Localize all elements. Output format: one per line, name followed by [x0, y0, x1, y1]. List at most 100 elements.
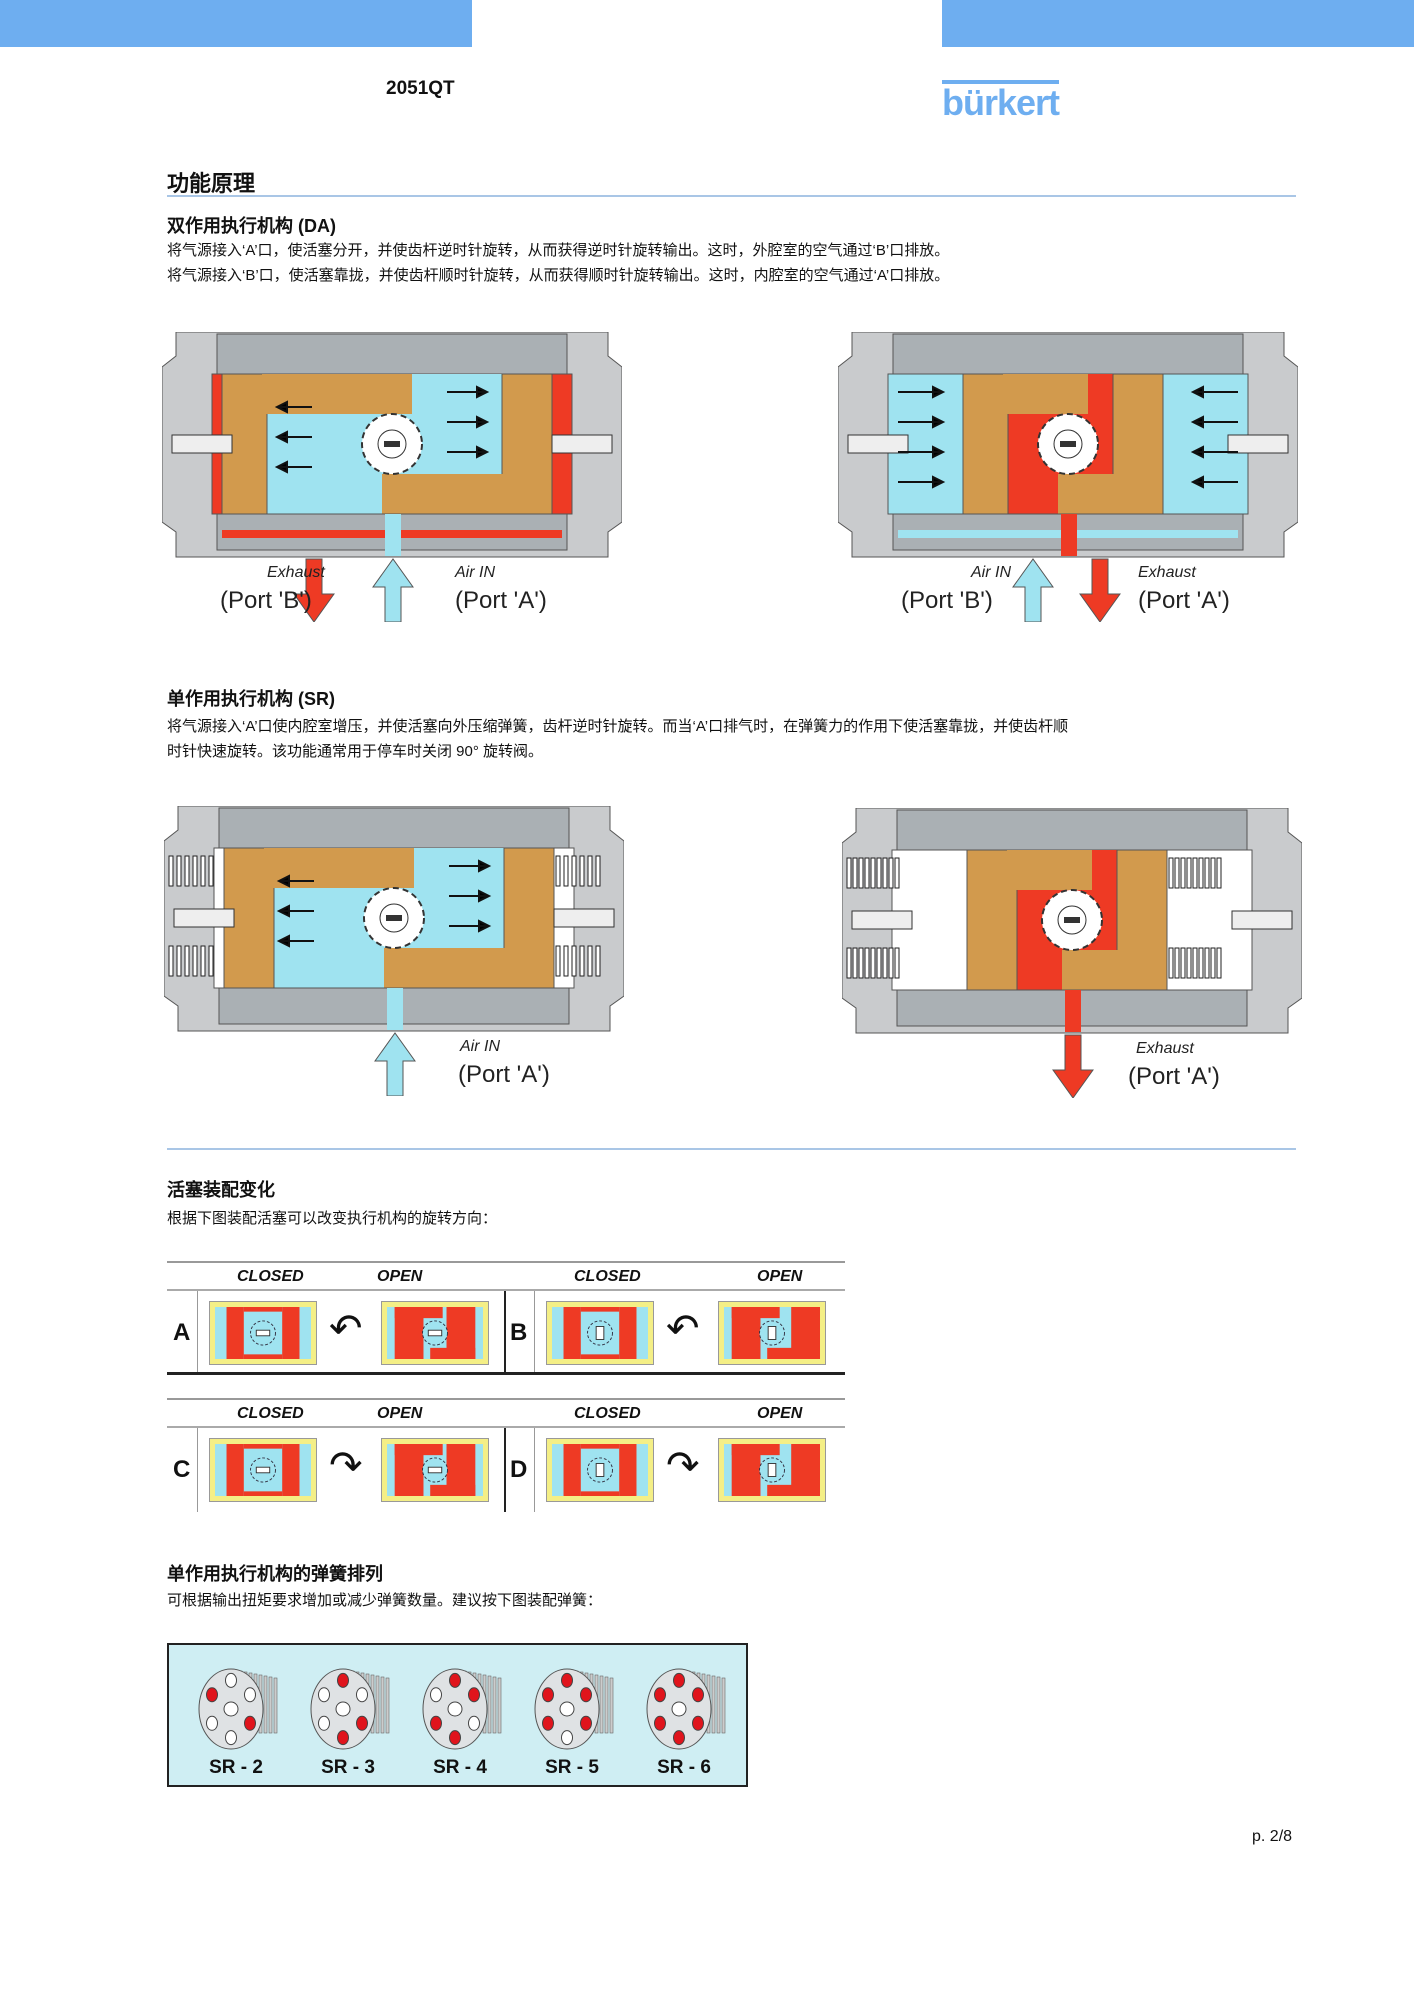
config-label: B — [510, 1319, 528, 1346]
table-row: C ↷ D ↷ — [167, 1428, 845, 1512]
spring-coil — [846, 947, 852, 979]
spring-coil — [1192, 947, 1198, 979]
spring-coil — [587, 855, 593, 887]
port-a-label: (Port 'A') — [1138, 587, 1230, 614]
rack-upper — [1007, 850, 1092, 890]
spring-coil — [858, 947, 864, 979]
top-cap — [892, 333, 1244, 375]
spring-coil — [1216, 857, 1222, 889]
rotate-ccw-icon: ↶ — [329, 1307, 363, 1351]
rotate-ccw-icon: ↶ — [666, 1307, 700, 1351]
bolt-left — [847, 434, 909, 454]
da-text-2: 将气源接入‘B’口，使活塞靠拢，并使齿杆顺时针旋转，从而获得顺时针旋转输出。这时… — [167, 267, 950, 284]
springs-desc: 可根据输出扭矩要求增加或减少弹簧数量。建议按下图装配弹簧： — [167, 1592, 603, 1609]
spring-coil — [208, 945, 214, 977]
closed-header: CLOSED — [574, 1268, 641, 1285]
header-bar-right — [942, 0, 1414, 47]
closed-header: CLOSED — [237, 1405, 304, 1422]
bolt-left — [851, 910, 913, 930]
spring-coil — [595, 855, 601, 887]
spring-coil — [870, 857, 876, 889]
burkert-logo: bürkert — [942, 80, 1060, 123]
spring-coil — [1198, 947, 1204, 979]
bolt-left — [171, 434, 233, 454]
flow-arrow-icon — [898, 475, 946, 489]
pinion-gear-icon — [1041, 889, 1103, 951]
spring-config-2: SR - 2 — [191, 1659, 291, 1779]
spring-config-label: SR - 6 — [657, 1757, 711, 1778]
sr-diagram-exhaust: Exhaust(Port 'A') — [841, 807, 1303, 1099]
bolt-right — [553, 908, 615, 928]
pinion-gear-icon — [363, 887, 425, 949]
spring-coil — [864, 857, 870, 889]
header-bar-left — [0, 0, 472, 47]
exhaust-arrow-icon — [293, 558, 335, 623]
spring-coil — [192, 945, 198, 977]
bolt-right — [1227, 434, 1289, 454]
springs-title: 单作用执行机构的弹簧排列 — [167, 1564, 383, 1584]
spring-coil — [888, 947, 894, 979]
air-in-arrow-icon — [372, 558, 414, 623]
rotate-cw-icon: ↷ — [329, 1444, 363, 1488]
spring-coil — [208, 855, 214, 887]
port-a-channel — [387, 988, 403, 1030]
spring-config-5: SR - 5 — [527, 1659, 627, 1779]
port-b-label: (Port 'B') — [220, 587, 312, 614]
doc-code: 2051QT — [386, 78, 455, 99]
spring-config-6: SR - 6 — [639, 1659, 739, 1779]
sr-title: 单作用执行机构 (SR) — [167, 689, 335, 709]
spring-coil — [1168, 947, 1174, 979]
rack-lower — [1058, 474, 1133, 514]
flow-arrow-icon — [1190, 415, 1238, 429]
spring-coil — [571, 855, 577, 887]
piston-open — [381, 1301, 489, 1365]
spring-stack-icon — [646, 1668, 726, 1750]
exhaust-label: Exhaust — [1138, 564, 1196, 581]
open-header: OPEN — [377, 1405, 423, 1422]
spring-coil — [200, 945, 206, 977]
rack-upper — [1003, 374, 1088, 414]
flow-arrow-icon — [449, 919, 492, 933]
flow-arrow-icon — [276, 904, 314, 918]
spring-config-label: SR - 5 — [545, 1757, 599, 1778]
exhaust-arrow-icon — [1052, 1034, 1094, 1099]
spring-coil — [1216, 947, 1222, 979]
divider — [167, 1148, 1296, 1150]
port-a-channel — [385, 514, 401, 556]
spring-coil — [1180, 947, 1186, 979]
flow-arrow-icon — [449, 889, 492, 903]
da-diagram-air-a: Exhaust(Port 'B')Air IN(Port 'A') — [161, 331, 623, 623]
spring-stack-icon — [422, 1668, 502, 1750]
air-in-label: Air IN — [971, 564, 1011, 581]
air-in-label: Air IN — [460, 1038, 500, 1055]
flow-arrow-icon — [274, 430, 312, 444]
spring-config-3: SR - 3 — [303, 1659, 403, 1779]
piston-left — [221, 373, 268, 515]
flow-arrow-icon — [447, 415, 490, 429]
piston-closed — [546, 1438, 654, 1502]
divider — [504, 1428, 506, 1512]
exhaust-label: Exhaust — [267, 564, 325, 581]
spring-coil — [1204, 947, 1210, 979]
divider — [197, 1291, 198, 1372]
spring-coil — [579, 945, 585, 977]
spring-coil — [587, 945, 593, 977]
spring-coil — [1180, 857, 1186, 889]
divider — [504, 1291, 506, 1372]
spring-coil — [858, 857, 864, 889]
spring-coil — [168, 855, 174, 887]
flow-arrow-icon — [274, 460, 312, 474]
port-a-channel — [1061, 514, 1077, 556]
rotate-cw-icon: ↷ — [666, 1444, 700, 1488]
spring-stack-icon — [198, 1668, 278, 1750]
spring-stack-icon — [310, 1668, 390, 1750]
piston-left — [962, 373, 1009, 515]
flow-arrow-icon — [449, 859, 492, 873]
da-text-1: 将气源接入‘A’口，使活塞分开，并使齿杆逆时针旋转，从而获得逆时针旋转输出。这时… — [167, 242, 950, 259]
spring-coil — [888, 857, 894, 889]
open-header: OPEN — [377, 1268, 423, 1285]
exhaust-arrow-icon — [1079, 558, 1121, 623]
